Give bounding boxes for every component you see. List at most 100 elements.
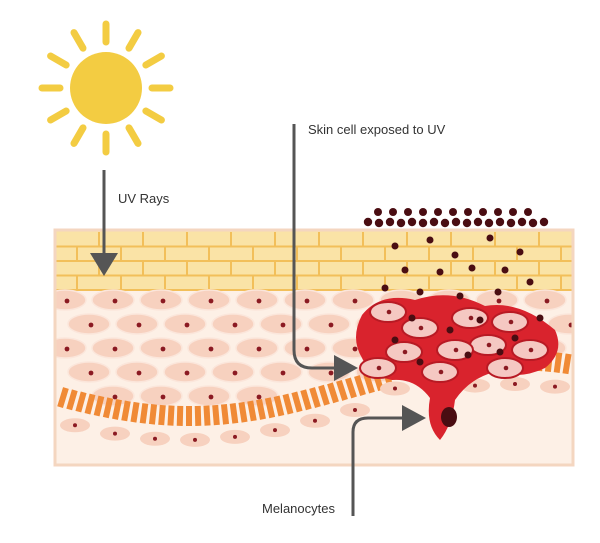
cell-nucleus xyxy=(393,386,397,391)
cell-nucleus xyxy=(486,342,492,348)
sun-disc xyxy=(70,52,142,124)
skin-cell xyxy=(547,313,573,335)
melanin-granule xyxy=(449,208,457,216)
basal-cell xyxy=(167,405,175,426)
cell-nucleus xyxy=(352,298,358,304)
cell-nucleus xyxy=(136,322,142,328)
skin-cell xyxy=(55,289,87,311)
cell-nucleus xyxy=(508,319,514,325)
basal-cell xyxy=(336,379,348,401)
sun-ray xyxy=(142,52,165,69)
damaged-cells xyxy=(356,295,559,440)
melanin-granule xyxy=(464,351,472,359)
basal-cell xyxy=(309,387,321,408)
melanin-granule xyxy=(479,208,487,216)
basal-cell xyxy=(203,405,211,426)
melanocytes-arrow-shaft xyxy=(351,416,404,516)
sun-ray xyxy=(70,124,87,147)
basal-cell xyxy=(212,404,220,426)
basal-cell xyxy=(220,404,230,425)
cell-nucleus xyxy=(376,365,382,371)
cell-nucleus xyxy=(193,437,197,442)
cell-nucleus xyxy=(304,298,310,304)
cell-nucleus xyxy=(233,434,237,439)
melanin-granule xyxy=(426,236,434,244)
basal-cell xyxy=(84,393,96,415)
basal-cell xyxy=(291,391,303,413)
melanin-granule xyxy=(528,218,538,228)
melanin-granule xyxy=(486,234,494,242)
cell-nucleus xyxy=(232,370,238,376)
basal-cell xyxy=(185,405,193,427)
cell-nucleus xyxy=(208,394,214,400)
cell-nucleus xyxy=(280,370,286,376)
melanin-granule xyxy=(516,248,524,256)
basal-cell xyxy=(553,352,563,373)
cell-nucleus xyxy=(160,298,166,304)
pointer-arrows xyxy=(90,124,426,516)
cell-nucleus xyxy=(503,365,509,371)
melanin-granule xyxy=(434,208,442,216)
melanocytes-arrow-head xyxy=(402,405,426,431)
cell-nucleus xyxy=(256,298,262,304)
basal-cell xyxy=(75,391,87,413)
basal-cell xyxy=(121,400,131,422)
melanin-granule xyxy=(389,208,397,216)
melanin-granule xyxy=(418,218,428,228)
uv-rays-label: UV Rays xyxy=(118,191,170,206)
cell-nucleus xyxy=(64,298,70,304)
skin-cell-exposed-label: Skin cell exposed to UV xyxy=(308,122,446,137)
melanin-granule xyxy=(451,251,459,259)
cell-nucleus xyxy=(453,347,459,353)
cell-nucleus xyxy=(153,436,157,441)
melanin-granule xyxy=(385,217,395,227)
melanin-granule xyxy=(381,284,389,292)
melanin-granule xyxy=(391,242,399,250)
cell-nucleus xyxy=(88,370,94,376)
basal-cell xyxy=(229,403,239,424)
melanin-granule xyxy=(468,264,476,272)
cell-nucleus xyxy=(88,322,94,328)
basal-cell xyxy=(318,384,330,406)
cell-nucleus xyxy=(473,383,477,388)
skin-cell-arrow-head xyxy=(334,355,358,381)
melanin-granule xyxy=(416,288,424,296)
basal-cell xyxy=(363,372,375,394)
basal-cell xyxy=(158,404,166,426)
melanin-granule xyxy=(524,208,532,216)
melanin-granule xyxy=(526,278,534,286)
sun-ray xyxy=(47,107,70,124)
basal-cell xyxy=(139,403,149,424)
cell-nucleus xyxy=(112,346,118,352)
melanin-granule xyxy=(419,208,427,216)
melanin-granule xyxy=(539,217,549,227)
melanin-granule xyxy=(494,208,502,216)
cell-nucleus xyxy=(280,322,286,328)
melanin-granule xyxy=(374,218,384,228)
melanin-granule xyxy=(496,348,504,356)
cell-nucleus xyxy=(313,418,317,423)
sun-ray xyxy=(47,52,70,69)
cell-nucleus xyxy=(184,370,190,376)
melanin-granule xyxy=(509,208,517,216)
cell-nucleus xyxy=(328,370,334,376)
stratum-corneum xyxy=(55,230,573,291)
basal-cell xyxy=(256,399,266,420)
melanin-granule xyxy=(464,208,472,216)
melanocytes-label: Melanocytes xyxy=(262,501,335,516)
basal-cell xyxy=(148,404,158,425)
melanin-granule xyxy=(511,334,519,342)
basal-cell xyxy=(130,401,140,423)
cell-nucleus xyxy=(328,322,334,328)
cell-nucleus xyxy=(160,346,166,352)
cell-nucleus xyxy=(402,349,408,355)
melanocyte-nucleus xyxy=(441,407,457,427)
melanin-granule xyxy=(404,208,412,216)
basal-cell xyxy=(66,389,78,411)
cell-nucleus xyxy=(353,408,357,413)
melanin-granule xyxy=(476,316,484,324)
melanin-granule xyxy=(451,217,461,227)
sun-ray xyxy=(142,107,165,124)
